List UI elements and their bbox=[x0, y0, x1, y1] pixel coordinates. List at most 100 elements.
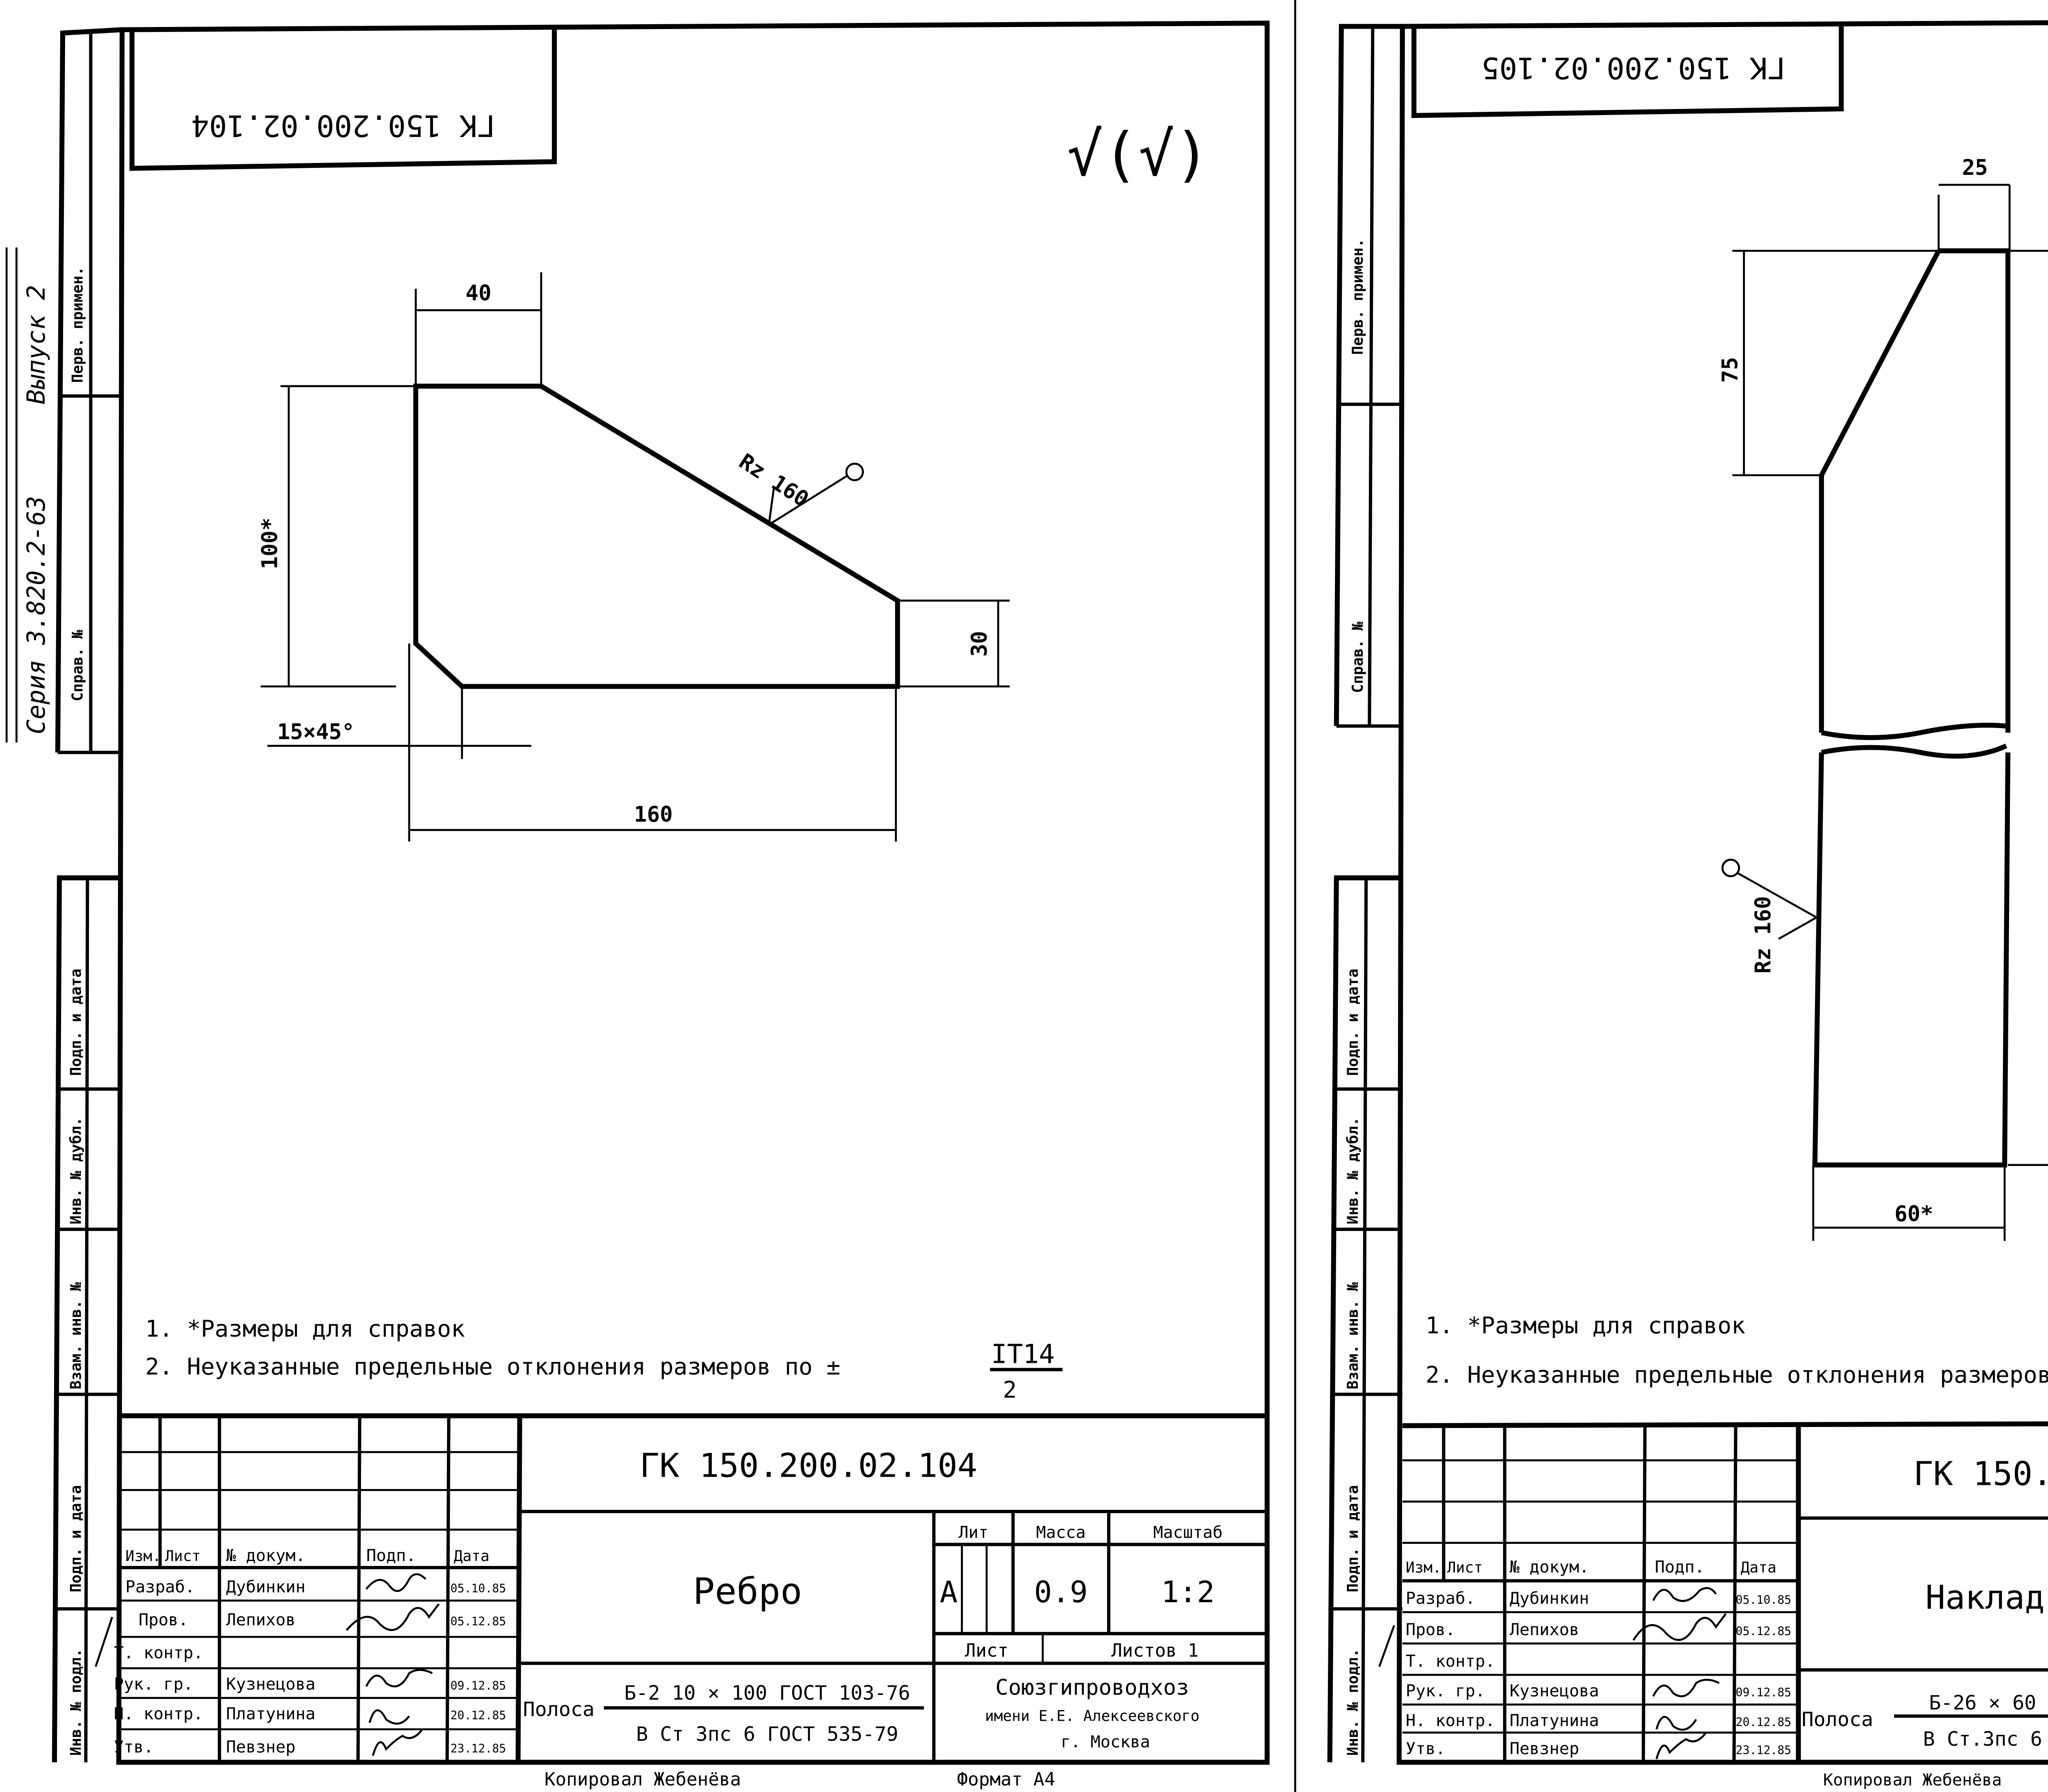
row-role: Разраб. bbox=[125, 1577, 195, 1596]
side-label-vzam-inv: Взам. инв. № bbox=[1344, 1282, 1362, 1389]
side-label-perv-primen: Перв. примен. bbox=[68, 267, 86, 383]
row-date: 23.12.85 bbox=[451, 1742, 506, 1755]
row-name: Дубинкин bbox=[1510, 1589, 1589, 1608]
side-label-podp-data-1: Подп. и дата bbox=[67, 968, 84, 1076]
header-sign: Подп. bbox=[366, 1546, 416, 1565]
side-label-inv-podl: Инв. № подл. bbox=[67, 1648, 84, 1756]
row-date: 05.10.85 bbox=[451, 1582, 506, 1595]
row-role: Утв. bbox=[1406, 1739, 1445, 1758]
note-1: 1. *Размеры для справок bbox=[1425, 1312, 1745, 1339]
row-name: Платунина bbox=[1510, 1711, 1599, 1730]
signature-scribble bbox=[372, 1729, 424, 1756]
signature-rows: Разраб. Дубинкин 05.10.85 Пров. Лепихов … bbox=[114, 1573, 506, 1756]
right-drawing-sheet: Перв. примен. Справ. № Подп. и дата Инв.… bbox=[1327, 20, 2048, 1790]
series-margin: Серия 3.820.2-63 Выпуск 2 bbox=[5, 247, 51, 743]
roughness-symbol: √(√) bbox=[1067, 120, 1210, 189]
header-izm: Изм. bbox=[1406, 1559, 1441, 1576]
row-name: Платунина bbox=[226, 1705, 315, 1724]
tolerance-numerator: IT14 bbox=[991, 1339, 1055, 1369]
side-label-podp-data-1: Подп. и дата bbox=[1344, 968, 1362, 1076]
signature-scribble bbox=[1632, 1613, 1727, 1641]
part-name: Накладка bbox=[1926, 1579, 2048, 1617]
roughness-callout: Rz 160 bbox=[734, 449, 813, 512]
row-name: Певзнер bbox=[1510, 1739, 1579, 1758]
footer-format: Формат А4 bbox=[957, 1769, 1055, 1790]
signature-scribble bbox=[1652, 1679, 1720, 1697]
top-stamp-designation: ГК 150.200.02.105 bbox=[1482, 50, 1785, 85]
note-1: 1. *Размеры для справок bbox=[145, 1316, 465, 1342]
side-label-inv-dubl: Инв. № дубл. bbox=[67, 1117, 84, 1224]
footer-copied-by: Копировал Жебенёва bbox=[1823, 1771, 2002, 1790]
side-label-podp-data-2: Подп. и дата bbox=[1344, 1485, 1362, 1592]
signature-scribble bbox=[1655, 1716, 1697, 1731]
header-list: Лист bbox=[165, 1547, 201, 1565]
part-drawing-rebro: 40 100* 30 160 15×45° Rz 160 bbox=[258, 272, 1010, 842]
sheet-label: Лист bbox=[965, 1640, 1008, 1661]
header-list: Лист bbox=[1447, 1559, 1483, 1576]
material-bottom: В Ст 3пс 6 ГОСТ 535-79 bbox=[636, 1723, 898, 1746]
lit-label: Лит bbox=[958, 1523, 988, 1542]
side-label-perv-primen: Перв. примен. bbox=[1349, 239, 1366, 355]
material-top: Б-2 10 × 100 ГОСТ 103-76 bbox=[624, 1681, 910, 1704]
sheets-count: Листов 1 bbox=[1111, 1640, 1198, 1661]
note-2: 2. Неуказанные предельные отклонения раз… bbox=[145, 1354, 840, 1380]
org-line-1: Союзгипроводхоз bbox=[995, 1675, 1189, 1700]
material-prefix: Полоса bbox=[523, 1698, 595, 1721]
dim-30: 30 bbox=[967, 631, 992, 657]
dim-100: 100* bbox=[258, 518, 283, 569]
row-role: Рук. гр. bbox=[114, 1675, 193, 1694]
signature-scribble bbox=[368, 1709, 410, 1725]
row-name: Дубинкин bbox=[226, 1577, 306, 1596]
row-name: Лепихов bbox=[226, 1611, 296, 1629]
lit-value: А bbox=[940, 1575, 958, 1610]
dim-25: 25 bbox=[1962, 155, 1988, 180]
header-doc: № докум. bbox=[226, 1546, 306, 1565]
row-role: Н. контр. bbox=[1406, 1711, 1495, 1730]
row-name: Кузнецова bbox=[1510, 1681, 1599, 1700]
dim-60: 60* bbox=[1894, 1201, 1933, 1226]
footer-copied-by: Копировал Жебенёва bbox=[544, 1769, 741, 1790]
material-prefix: Полоса bbox=[1802, 1708, 1874, 1731]
side-label-sprav-no: Справ. № bbox=[1349, 622, 1366, 693]
top-stamp: ГК 150.200.02.105 bbox=[1411, 23, 1844, 118]
left-drawing-sheet: Перв. примен. Справ. № Подп. и дата Инв.… bbox=[52, 20, 1270, 1790]
material-top: Б-26 × 60 ГОСТ 103-76 bbox=[1929, 1692, 2048, 1715]
roughness-callout: Rz 160 bbox=[1751, 896, 1776, 973]
scale-label: Масштаб bbox=[1153, 1523, 1223, 1542]
row-date: 09.12.85 bbox=[1736, 1686, 1792, 1699]
row-date: 05.12.85 bbox=[451, 1615, 506, 1628]
side-label-vzam-inv: Взам. инв. № bbox=[67, 1282, 84, 1389]
mass-label: Масса bbox=[1036, 1523, 1085, 1542]
signature-scribble bbox=[365, 1573, 426, 1592]
row-role: Утв. bbox=[114, 1738, 154, 1756]
row-date: 05.12.85 bbox=[1736, 1625, 1792, 1638]
signature-scribble bbox=[1655, 1732, 1707, 1760]
header-date: Дата bbox=[1741, 1559, 1776, 1576]
designation: ГК 150.200.02.104 bbox=[640, 1446, 977, 1485]
row-name: Кузнецова bbox=[226, 1675, 315, 1694]
mass-value: 0.9 bbox=[1034, 1575, 1088, 1610]
org-line-3: г. Москва bbox=[1061, 1733, 1150, 1751]
row-role: Разраб. bbox=[1406, 1589, 1475, 1608]
signature-scribble bbox=[346, 1603, 440, 1631]
note-2: 2. Неуказанные предельные отклонения раз… bbox=[1425, 1362, 2048, 1389]
header-sign: Подп. bbox=[1655, 1558, 1704, 1577]
title-block: Изм. Лист № докум. Подп. Дата Разраб. Ду… bbox=[114, 1413, 1267, 1763]
header-date: Дата bbox=[454, 1547, 489, 1565]
row-date: 20.12.85 bbox=[1736, 1715, 1792, 1729]
tolerance-denominator: 2 bbox=[1003, 1377, 1017, 1403]
signature-scribble bbox=[1652, 1587, 1717, 1602]
row-role: Рук. гр. bbox=[1406, 1681, 1485, 1700]
notes: 1. *Размеры для справок 2. Неуказанные п… bbox=[145, 1316, 1063, 1403]
top-stamp-designation: ГК 150.200.02.104 bbox=[191, 108, 495, 143]
notes: 1. *Размеры для справок 2. Неуказанные п… bbox=[1425, 1312, 2048, 1389]
side-label-inv-dubl: Инв. № дубл. bbox=[1344, 1117, 1362, 1224]
row-date: 23.12.85 bbox=[1736, 1743, 1792, 1757]
row-date: 05.10.85 bbox=[1736, 1593, 1792, 1607]
title-block: Изм. Лист № докум. Подп. Дата Разраб. Ду… bbox=[1402, 1421, 2048, 1763]
signature-rows: Разраб. Дубинкин 05.10.85 Пров. Лепихов … bbox=[1406, 1587, 1792, 1760]
header-izm: Изм. bbox=[125, 1547, 161, 1565]
dim-160: 160 bbox=[634, 802, 673, 827]
side-label-sprav-no: Справ. № bbox=[68, 630, 86, 701]
